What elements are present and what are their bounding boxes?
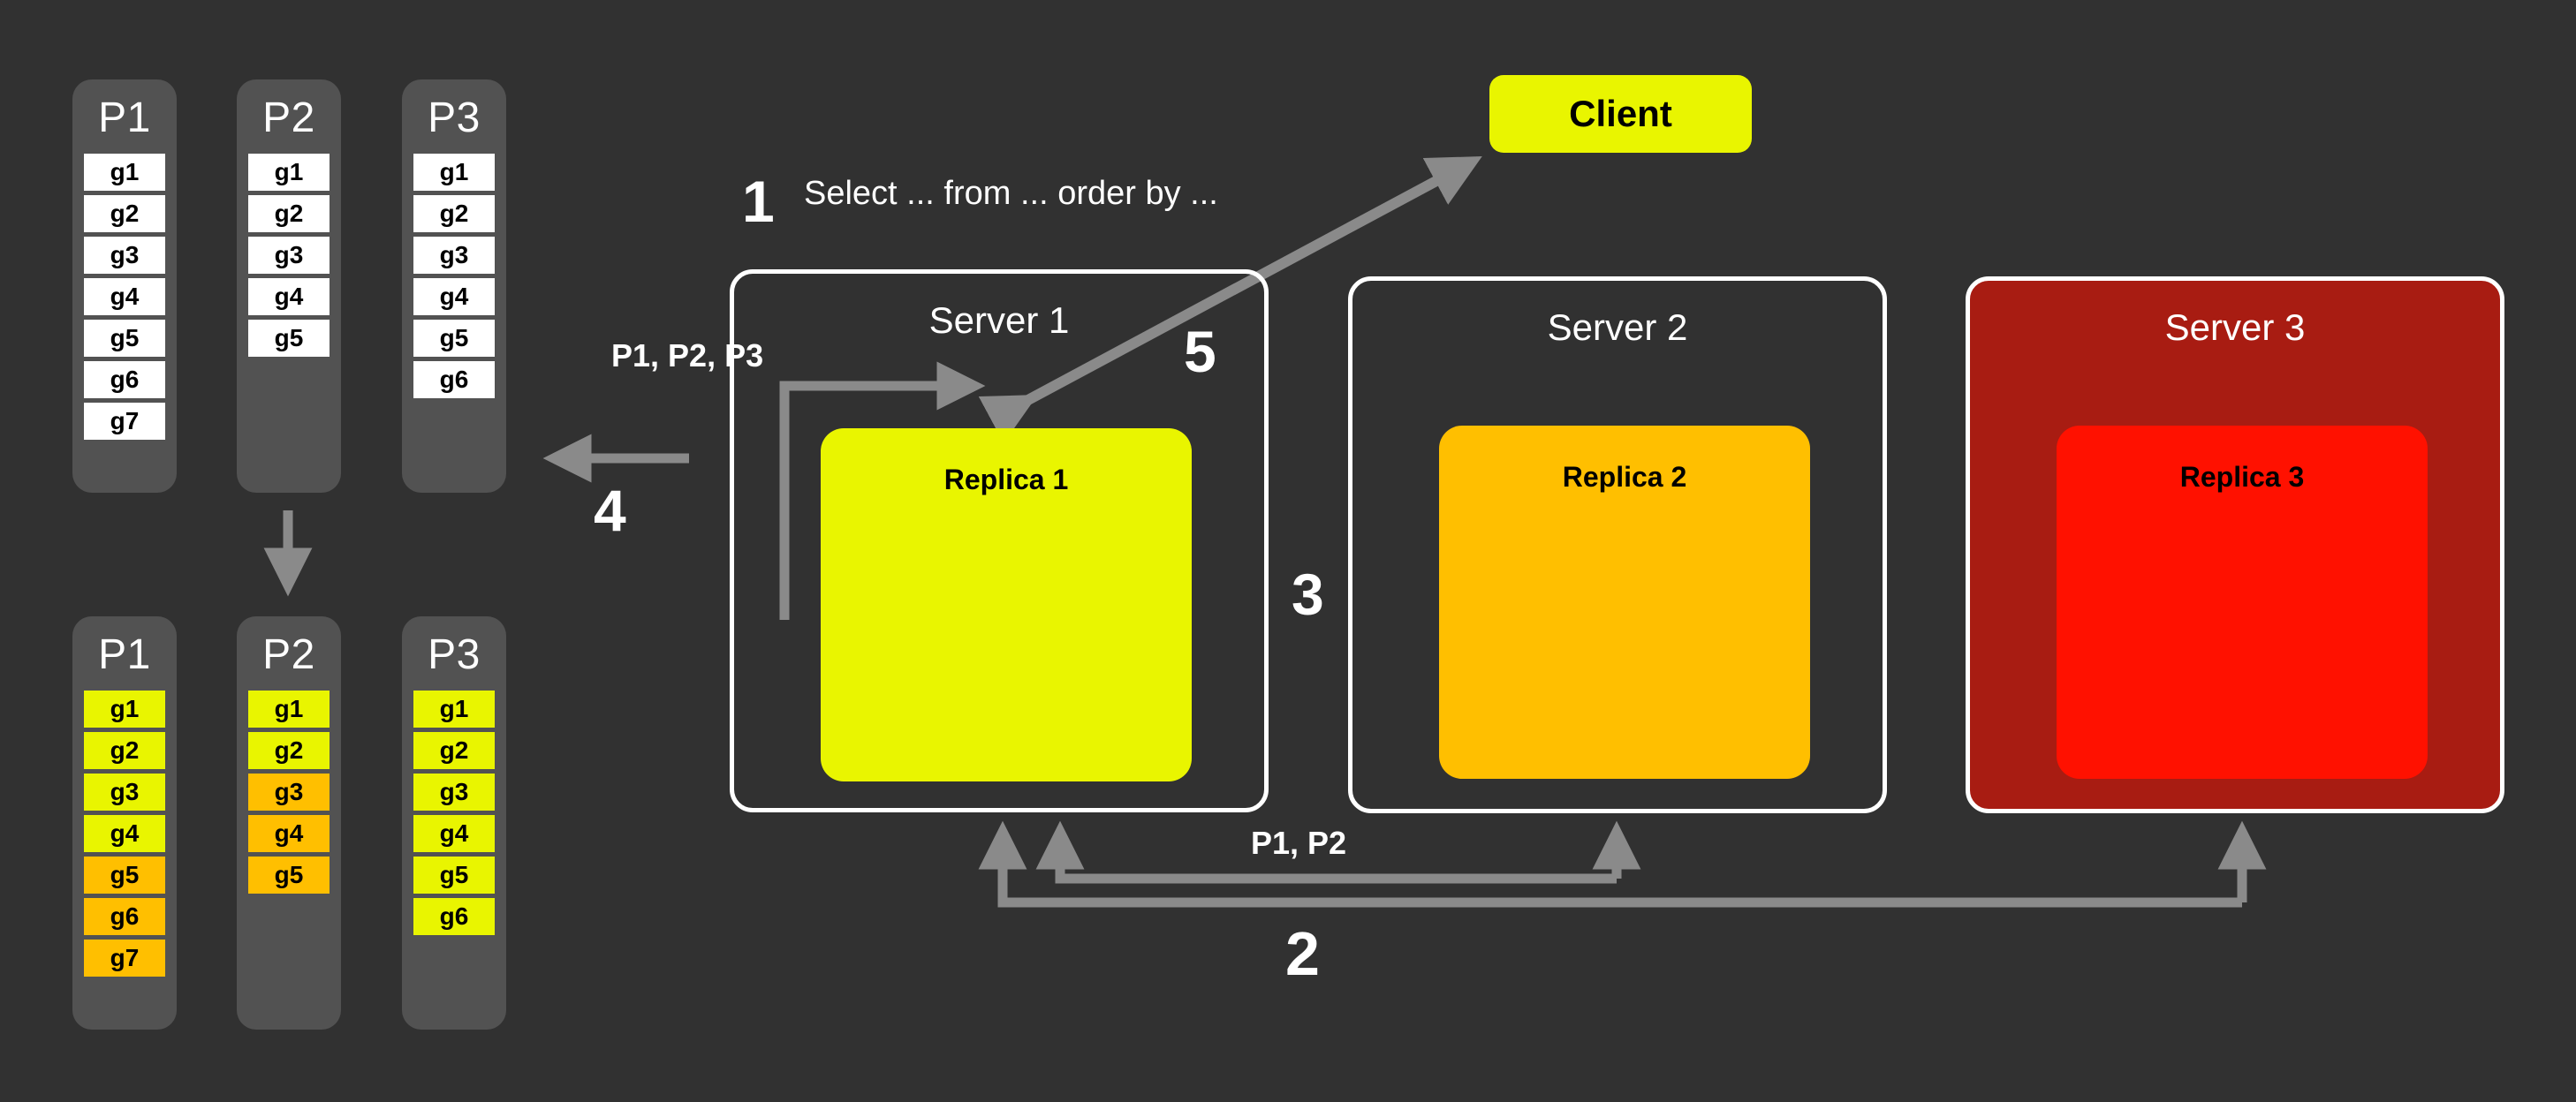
partition-cell: g3 [248, 237, 330, 274]
partition-column-bottom-p3: P3 g1 g2 g3 g4 g5 g6 [402, 616, 506, 1030]
server-2-title: Server 2 [1547, 306, 1688, 348]
partition-title: P1 [98, 631, 151, 678]
server-1-box: Server 1 Replica 1 [730, 269, 1269, 812]
partition-cell-list: g1 g2 g3 g4 g5 g6 [402, 691, 506, 935]
partition-cell: g5 [84, 320, 165, 357]
partition-cell: g1 [84, 691, 165, 728]
partition-cell: g6 [84, 361, 165, 398]
partition-cell: g5 [84, 857, 165, 894]
partition-cell: g3 [413, 774, 495, 811]
partition-cell: g1 [413, 154, 495, 191]
partition-title: P1 [98, 94, 151, 141]
partition-cell-list: g1 g2 g3 g4 g5 g6 g7 [72, 691, 177, 977]
partition-cell: g6 [413, 361, 495, 398]
replica-1-box: Replica 1 [821, 428, 1192, 781]
partition-cell: g5 [248, 320, 330, 357]
partition-cell: g4 [413, 278, 495, 315]
replica-2-label: Replica 2 [1562, 461, 1687, 493]
partitions-p1p2-label: P1, P2 [1251, 825, 1347, 861]
partition-cell: g2 [413, 732, 495, 769]
partition-cell: g2 [84, 195, 165, 232]
partition-cell: g4 [84, 815, 165, 852]
partition-cell: g1 [248, 154, 330, 191]
partition-title: P3 [428, 94, 481, 141]
partition-column-bottom-p1: P1 g1 g2 g3 g4 g5 g6 g7 [72, 616, 177, 1030]
server-2-box: Server 2 Replica 2 [1348, 276, 1887, 813]
partition-cell: g5 [413, 320, 495, 357]
client-node[interactable]: Client [1489, 75, 1752, 153]
partition-column-top-p3: P3 g1 g2 g3 g4 g5 g6 [402, 79, 506, 493]
partition-cell: g1 [84, 154, 165, 191]
partition-cell: g3 [413, 237, 495, 274]
partition-cell: g6 [84, 898, 165, 935]
partition-cell: g7 [84, 403, 165, 440]
server-3-box: Server 3 Replica 3 [1966, 276, 2504, 813]
replica-3-box: Replica 3 [2057, 426, 2428, 779]
partition-cell: g2 [248, 195, 330, 232]
partition-cell: g3 [248, 774, 330, 811]
query-annotation: Select ... from ... order by ... [804, 175, 1218, 212]
step2-outer-bracket [978, 820, 2267, 908]
partition-cell: g4 [84, 278, 165, 315]
server-3-title: Server 3 [2164, 306, 2306, 348]
partition-title: P2 [262, 94, 315, 141]
partition-cell-list: g1 g2 g3 g4 g5 [237, 691, 341, 894]
partition-cell: g7 [84, 940, 165, 977]
replica-1-label: Replica 1 [943, 464, 1069, 495]
client-label: Client [1569, 93, 1672, 134]
partition-cell: g1 [413, 691, 495, 728]
partition-title: P2 [262, 631, 315, 678]
partition-cell: g2 [84, 732, 165, 769]
partition-cell-list: g1 g2 g3 g4 g5 g6 [402, 154, 506, 398]
step-number-3: 3 [1292, 562, 1324, 627]
partition-cell-list: g1 g2 g3 g4 g5 g6 g7 [72, 154, 177, 440]
server-1-title: Server 1 [928, 299, 1070, 341]
partition-column-top-p1: P1 g1 g2 g3 g4 g5 g6 g7 [72, 79, 177, 493]
partition-cell: g2 [248, 732, 330, 769]
partition-cell: g4 [248, 815, 330, 852]
partition-title: P3 [428, 631, 481, 678]
partition-cell: g3 [84, 237, 165, 274]
partition-cell: g3 [84, 774, 165, 811]
partition-column-top-p2: P2 g1 g2 g3 g4 g5 [237, 79, 341, 493]
step-number-1: 1 [742, 169, 775, 234]
partition-cell: g2 [413, 195, 495, 232]
step-number-5: 5 [1184, 319, 1216, 384]
partition-cell: g1 [248, 691, 330, 728]
replica-2-box: Replica 2 [1439, 426, 1810, 779]
partition-cell-list: g1 g2 g3 g4 g5 [237, 154, 341, 357]
partition-cell: g6 [413, 898, 495, 935]
step-number-4: 4 [594, 478, 626, 543]
partition-column-bottom-p2: P2 g1 g2 g3 g4 g5 [237, 616, 341, 1030]
partition-cell: g4 [248, 278, 330, 315]
step-number-2: 2 [1285, 919, 1320, 988]
partition-cell: g5 [413, 857, 495, 894]
partition-cell: g4 [413, 815, 495, 852]
replica-3-label: Replica 3 [2179, 461, 2305, 493]
partition-cell: g5 [248, 857, 330, 894]
partitions-all-label: P1, P2, P3 [611, 337, 764, 374]
